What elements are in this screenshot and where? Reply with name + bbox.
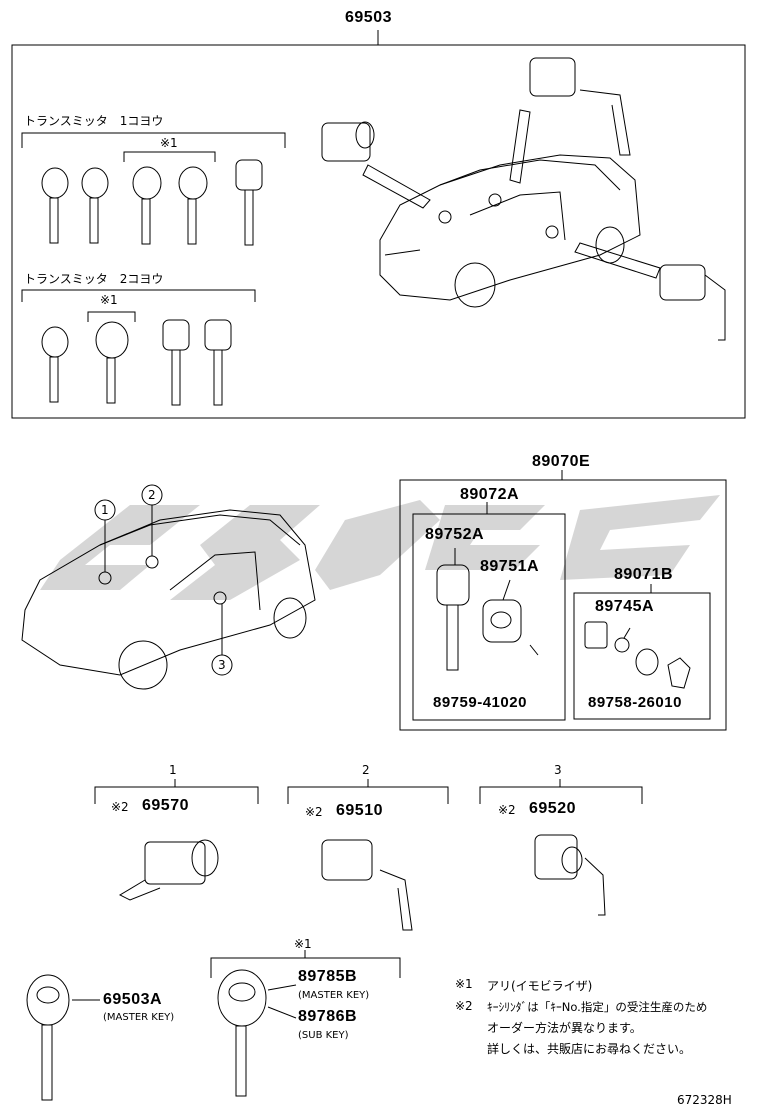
note-2-line-2: オーダー方法が異なります。 <box>487 1021 642 1035</box>
callout-3: 3 <box>218 658 226 672</box>
note-2-line-1: ｷｰｼﾘﾝﾀﾞは「ｷｰNo.指定」の受注生産のため <box>487 1000 708 1014</box>
cylinder-parts-top <box>321 57 726 341</box>
callout-2: 2 <box>148 488 156 502</box>
master-key-2-number[interactable]: 89785B <box>298 968 358 985</box>
cylinder-2-label: 2 <box>362 763 370 777</box>
immobilizer-mark: ※1 <box>160 136 178 150</box>
bottom-keys <box>26 969 297 1101</box>
car-illustration-top <box>362 109 661 308</box>
transmitter-1-label: トランスミッタ 1コヨウ <box>24 114 164 128</box>
diagram-id: 672328H <box>677 1093 732 1107</box>
cylinder-2-number[interactable]: 69510 <box>336 802 383 819</box>
kit-case-number[interactable]: 89751A <box>480 558 540 575</box>
sub-key-label: (SUB KEY) <box>298 1030 349 1041</box>
note-2-line-3: 詳しくは、共販店にお尋ねください。 <box>487 1042 692 1056</box>
cylinder-1-number[interactable]: 69570 <box>142 797 189 814</box>
immobilizer-mark: ※1 <box>294 937 312 951</box>
callout-1: 1 <box>101 503 109 517</box>
master-key-2-label: (MASTER KEY) <box>298 990 370 1001</box>
immobilizer-mark: ※1 <box>100 293 118 307</box>
note-2-mark: ※2 <box>305 805 323 819</box>
master-key-number[interactable]: 69503A <box>103 991 163 1008</box>
kit-part-number[interactable]: 89070E <box>532 453 591 470</box>
key-icon <box>41 159 263 406</box>
cylinder-parts <box>118 834 606 931</box>
cylinder-3-number[interactable]: 69520 <box>529 800 576 817</box>
note-1-mark: ※1 <box>455 977 473 991</box>
kit-part-b2-number[interactable]: 89758-26010 <box>588 694 682 711</box>
sub-key-number[interactable]: 89786B <box>298 1008 358 1025</box>
cylinder-3-label: 3 <box>554 763 562 777</box>
kit-key-number[interactable]: 89752A <box>425 526 485 543</box>
cylinder-1-label: 1 <box>169 763 177 777</box>
kit-parts <box>436 548 691 689</box>
note-1-text: アリ(イモビライザ) <box>487 979 593 993</box>
assembly-part-number[interactable]: 69503 <box>345 9 392 26</box>
kit-sub-a-number[interactable]: 89072A <box>460 486 520 503</box>
kit-sub-b-number[interactable]: 89071B <box>614 566 674 583</box>
master-key-label: (MASTER KEY) <box>103 1012 175 1023</box>
kit-screw-number[interactable]: 89759-41020 <box>433 694 527 711</box>
kit-part-b-number[interactable]: 89745A <box>595 598 655 615</box>
car-illustration-callouts <box>21 484 316 690</box>
note-2-mark: ※2 <box>498 803 516 817</box>
note-2-mark: ※2 <box>111 800 129 814</box>
note-2-mark: ※2 <box>455 999 473 1013</box>
transmitter-2-label: トランスミッタ 2コヨウ <box>24 272 164 286</box>
